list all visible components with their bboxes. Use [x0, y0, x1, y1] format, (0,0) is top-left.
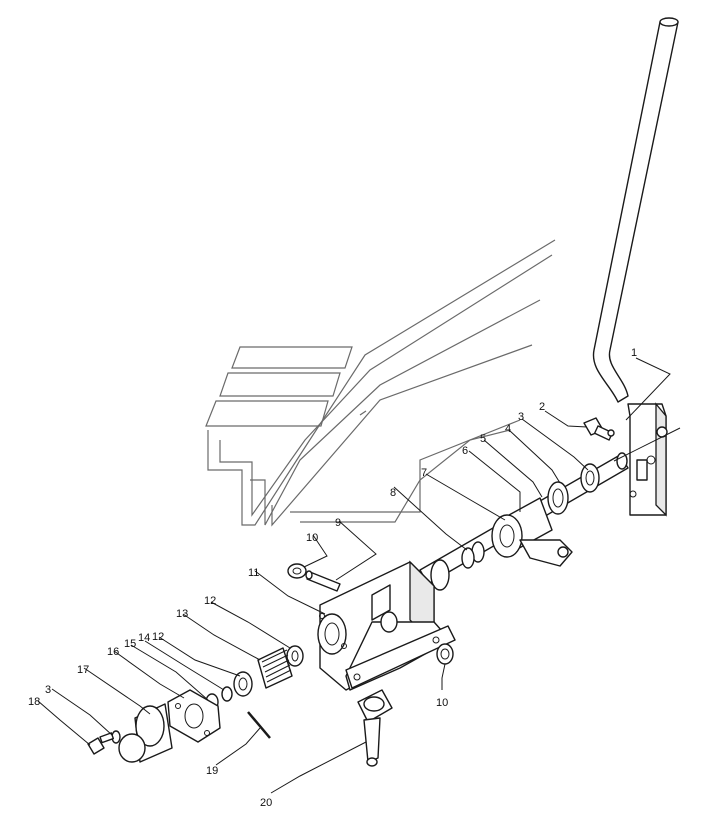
callout-18: 18: [28, 696, 40, 708]
callout-12-lower: 12: [152, 631, 164, 643]
rod-19: [247, 711, 271, 739]
callout-12-upper: 12: [204, 595, 216, 607]
flange-16: [167, 689, 221, 743]
callout-20: 20: [260, 797, 272, 809]
gearbox-housing: [317, 560, 456, 691]
leader-lines: [37, 357, 681, 794]
callout-5: 5: [480, 433, 486, 445]
washer-14: [221, 686, 233, 702]
callout-11: 11: [248, 567, 259, 579]
callout-16: 16: [107, 646, 119, 658]
lever-handle: [592, 17, 679, 517]
nut-12-upper: [286, 645, 304, 667]
callout-14: 14: [138, 632, 150, 644]
washer-12-lower: [233, 671, 253, 697]
callout-3-lower: 3: [45, 684, 51, 696]
shaft-assembly: [419, 452, 629, 591]
callout-10-upper: 10: [306, 532, 318, 544]
callout-7: 7: [421, 467, 427, 479]
callout-10-lower: 10: [436, 697, 448, 709]
flange-hub-17: [118, 703, 173, 763]
callout-9: 9: [335, 517, 341, 529]
bolt-18: [87, 732, 115, 755]
callout-8: 8: [390, 487, 396, 499]
callout-2: 2: [539, 401, 545, 413]
shift-fork-20: [357, 689, 393, 767]
watermark-logo: [205, 239, 556, 527]
callout-15: 15: [124, 638, 136, 650]
callout-6: 6: [462, 445, 468, 457]
callout-1: 1: [631, 347, 637, 359]
callout-17: 17: [77, 664, 89, 676]
bolt-2: [583, 417, 615, 441]
callout-labels: 1 2 3 4 5 6 7 8 9 10 11 12 13 12 14 15 1…: [28, 347, 637, 809]
ring-10-bottom: [436, 643, 454, 665]
ring-10-top: [287, 563, 307, 579]
callout-19: 19: [206, 765, 218, 777]
pin-9: [305, 570, 341, 592]
callout-4: 4: [505, 423, 511, 435]
callout-13: 13: [176, 608, 188, 620]
spring-13: [257, 647, 293, 689]
callout-3-upper: 3: [518, 411, 524, 423]
